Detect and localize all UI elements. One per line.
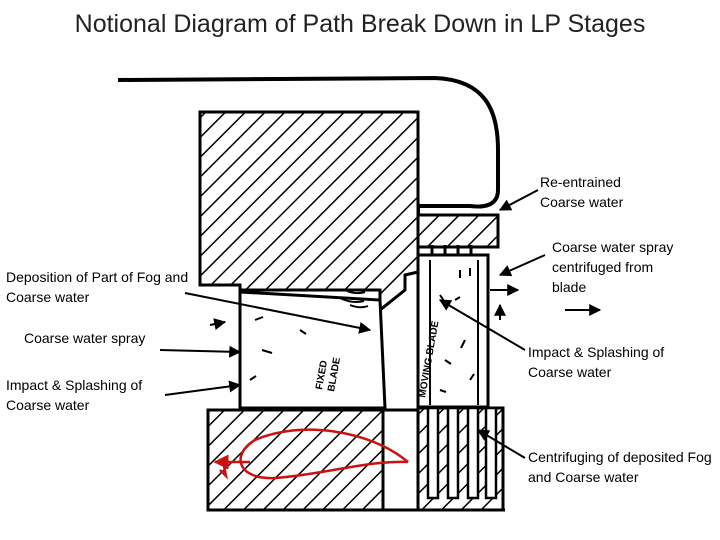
annotation-arrows [159, 189, 602, 459]
droplet-marks [249, 268, 475, 393]
casing-outer [117, 75, 500, 214]
diaphragm-block [198, 110, 420, 314]
lower-root-block [206, 408, 385, 512]
fixed-blade [238, 290, 387, 410]
label-impact-left: Impact & Splashing of Coarse water [6, 377, 143, 413]
shroud [416, 213, 500, 249]
label-centrifuging: Centrifuging of deposited Fog and Coarse… [528, 449, 712, 485]
label-reentrained: Re-entrained Coarse water [540, 174, 624, 210]
label-coarse-spray: Coarse water spray [24, 330, 146, 346]
fixed-blade-label-1: FIXED [314, 360, 330, 391]
red-recirculation-annotation [213, 428, 409, 480]
page-title: Notional Diagram of Path Break Down in L… [74, 10, 646, 38]
label-coarse-spray-centrifuged: Coarse water spray centrifuged from blad… [552, 239, 674, 295]
shroud-seals [430, 245, 473, 257]
label-impact-right: Impact & Splashing of Coarse water [528, 344, 665, 380]
fir-tree-roots [426, 406, 498, 500]
label-deposition: Deposition of Part of Fog and Coarse wat… [6, 269, 189, 305]
